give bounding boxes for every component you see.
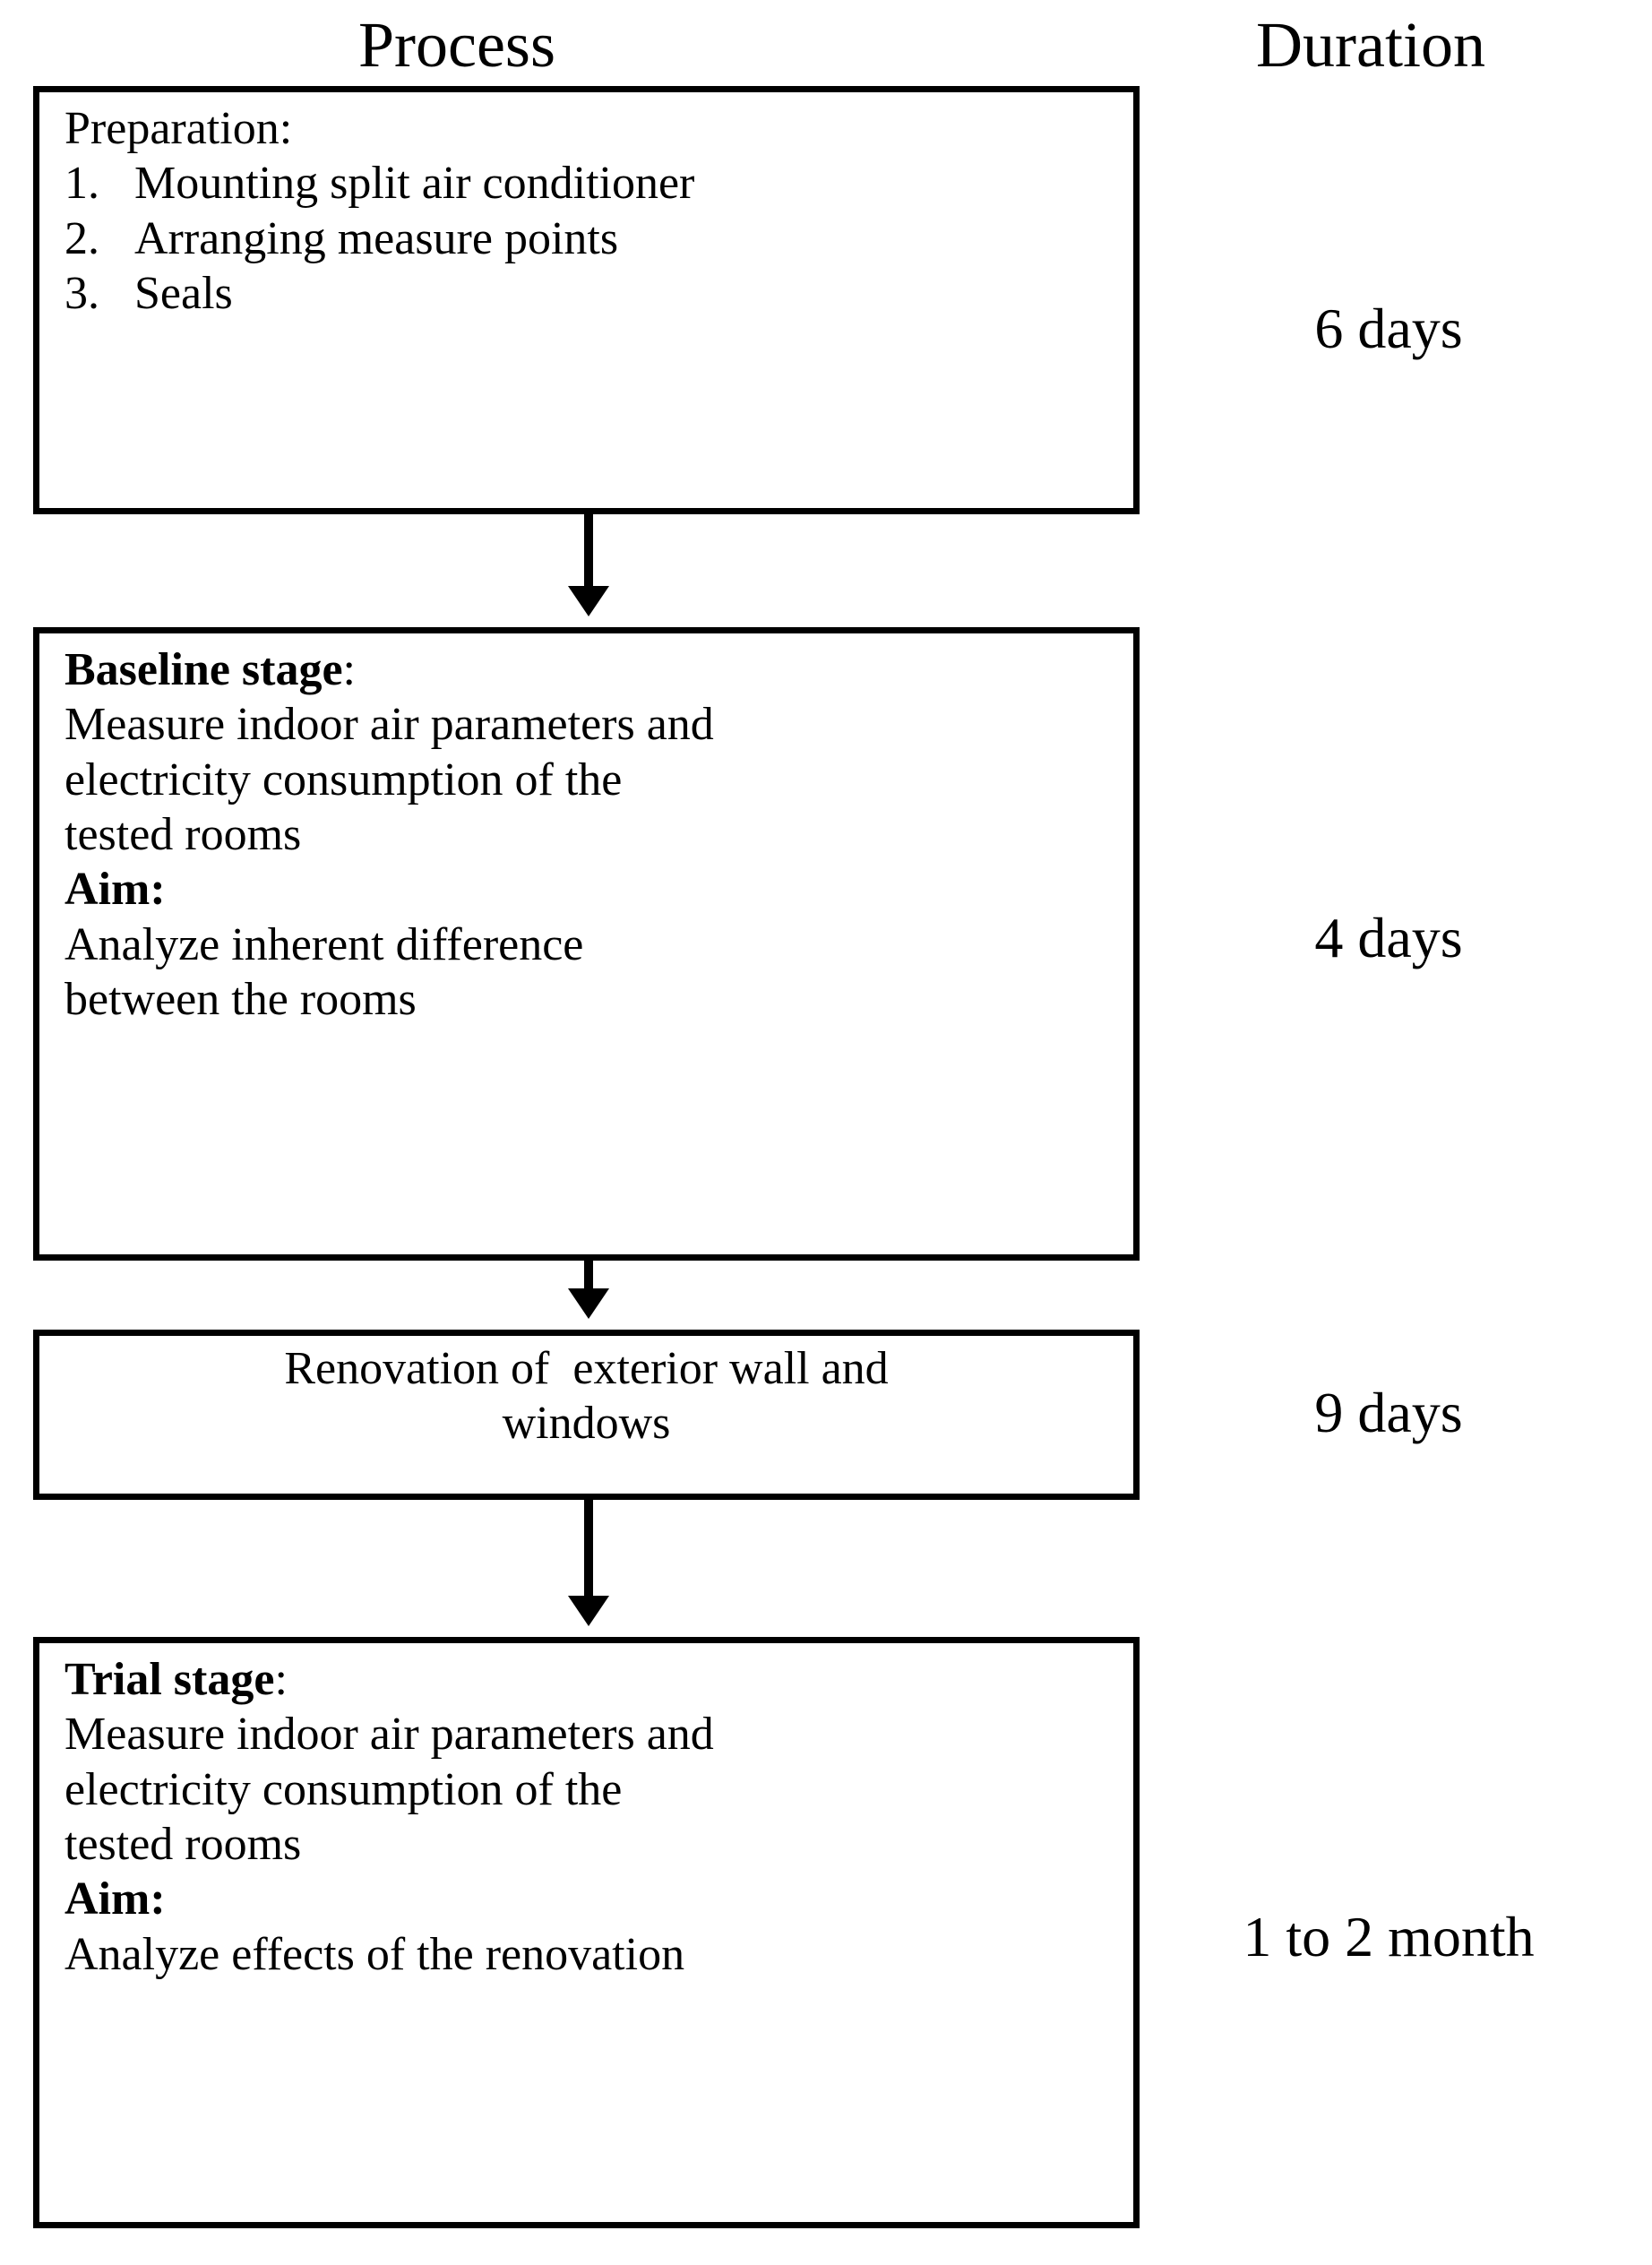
- duration-renovation: 9 days: [1314, 1381, 1463, 1444]
- arrow-head-icon: [568, 1596, 609, 1626]
- trial-body-line: Measure indoor air parameters and: [65, 1709, 714, 1761]
- arrow-stem: [584, 1261, 593, 1289]
- trial-heading-colon: :: [274, 1654, 288, 1705]
- baseline-heading: Baseline stage:: [65, 642, 1133, 697]
- arrow-stem: [584, 514, 593, 587]
- list-item: 2. Arranging measure points: [65, 211, 1133, 266]
- baseline-heading-text: Baseline stage: [65, 644, 343, 695]
- arrow-connector-3: [568, 1500, 609, 1637]
- process-box-preparation: Preparation: 1. Mounting split air condi…: [33, 86, 1140, 514]
- trial-heading: Trial stage:: [65, 1652, 1133, 1707]
- preparation-title: Preparation:: [65, 103, 293, 154]
- baseline-heading-colon: :: [342, 644, 356, 695]
- trial-aim-label: Aim:: [65, 1873, 166, 1925]
- process-box-trial-stage: Trial stage: Measure indoor air paramete…: [33, 1637, 1140, 2228]
- list-item-label: Mounting split air conditioner: [134, 158, 695, 210]
- baseline-body-line: Measure indoor air parameters and: [65, 699, 714, 751]
- trial-heading-text: Trial stage: [65, 1654, 275, 1705]
- trial-content: Trial stage: Measure indoor air paramete…: [39, 1643, 1133, 1982]
- renovation-line: windows: [502, 1398, 671, 1450]
- duration-baseline-stage: 4 days: [1314, 906, 1463, 969]
- trial-aim-line: Analyze effects of the renovation: [65, 1928, 685, 1980]
- renovation-content: Renovation of exterior wall and windows: [39, 1336, 1133, 1451]
- list-item-label: Seals: [134, 268, 233, 320]
- baseline-aim-label: Aim:: [65, 864, 166, 916]
- arrow-connector-2: [568, 1261, 609, 1330]
- baseline-aim-line: Analyze inherent difference: [65, 918, 584, 970]
- list-item: 1. Mounting split air conditioner: [65, 156, 1133, 211]
- list-item: 3. Seals: [65, 266, 1133, 321]
- baseline-content: Baseline stage: Measure indoor air param…: [39, 633, 1133, 1028]
- arrow-head-icon: [568, 1288, 609, 1319]
- list-item-number: 1.: [65, 158, 99, 210]
- list-item-label: Arranging measure points: [134, 212, 619, 264]
- renovation-line: Renovation of exterior wall and: [284, 1343, 889, 1394]
- preparation-content: Preparation: 1. Mounting split air condi…: [39, 92, 1133, 321]
- column-header-duration: Duration: [1256, 9, 1485, 81]
- baseline-body-line: electricity consumption of the: [65, 754, 623, 805]
- arrow-connector-1: [568, 514, 609, 627]
- process-box-baseline-stage: Baseline stage: Measure indoor air param…: [33, 627, 1140, 1261]
- duration-trial-stage: 1 to 2 month: [1243, 1905, 1535, 1968]
- duration-preparation: 6 days: [1314, 297, 1463, 360]
- baseline-aim-line: between the rooms: [65, 974, 417, 1026]
- column-header-process: Process: [358, 9, 555, 81]
- list-item-number: 3.: [65, 268, 99, 320]
- arrow-stem: [584, 1500, 593, 1597]
- preparation-step-list: 1. Mounting split air conditioner 2. Arr…: [65, 156, 1133, 321]
- baseline-body-line: tested rooms: [65, 809, 302, 861]
- process-box-renovation: Renovation of exterior wall and windows: [33, 1330, 1140, 1500]
- list-item-number: 2.: [65, 212, 99, 264]
- trial-body-line: electricity consumption of the: [65, 1763, 623, 1815]
- trial-body-line: tested rooms: [65, 1819, 302, 1871]
- arrow-head-icon: [568, 586, 609, 616]
